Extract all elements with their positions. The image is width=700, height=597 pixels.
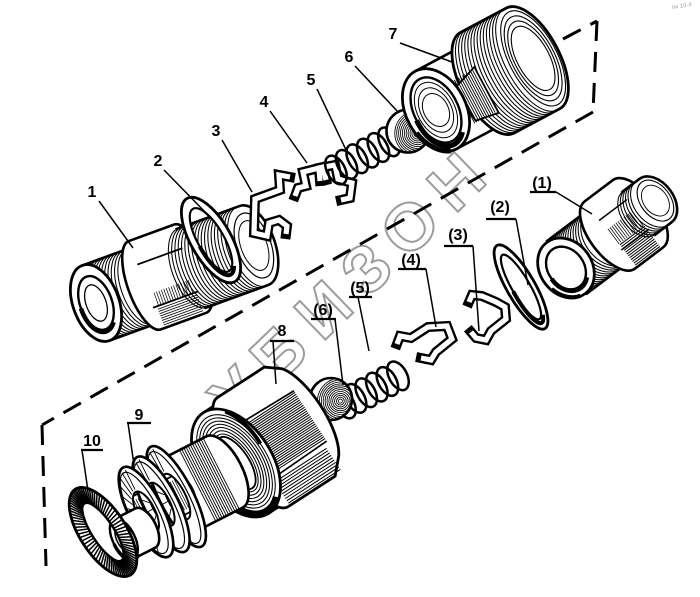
svg-text:(3): (3) bbox=[448, 227, 468, 244]
svg-text:(2): (2) bbox=[490, 199, 510, 216]
svg-text:гм 10-4: гм 10-4 bbox=[671, 2, 692, 11]
svg-text:4: 4 bbox=[260, 94, 269, 111]
svg-text:10: 10 bbox=[83, 433, 101, 450]
svg-text:3: 3 bbox=[212, 123, 221, 140]
svg-text:(6): (6) bbox=[313, 302, 333, 319]
svg-text:(1): (1) bbox=[532, 175, 552, 192]
svg-text:1: 1 bbox=[88, 184, 97, 201]
svg-text:8: 8 bbox=[278, 323, 287, 340]
svg-text:2: 2 bbox=[154, 153, 163, 170]
svg-text:6: 6 bbox=[345, 49, 354, 66]
svg-text:5: 5 bbox=[307, 72, 316, 89]
svg-text:7: 7 bbox=[389, 26, 398, 43]
svg-text:(4): (4) bbox=[401, 252, 421, 269]
svg-text:9: 9 bbox=[135, 407, 144, 424]
svg-text:(5): (5) bbox=[350, 280, 370, 297]
